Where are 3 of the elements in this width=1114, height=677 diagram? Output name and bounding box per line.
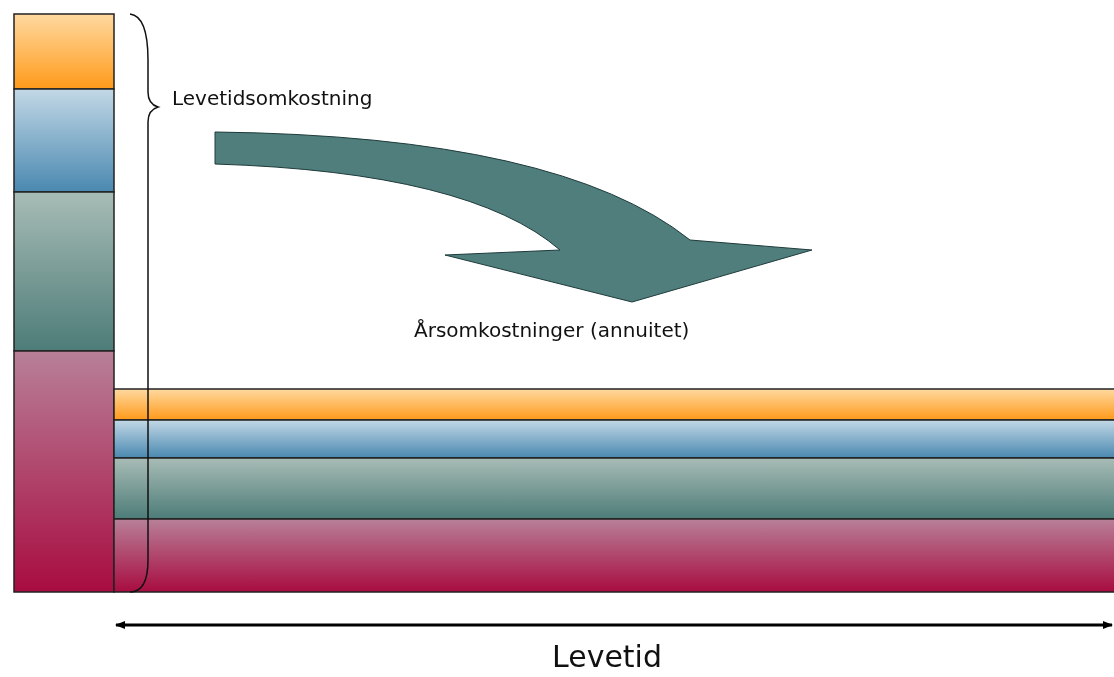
- annotation-label: Årsomkostninger (annuitet): [414, 320, 690, 340]
- annotation-label: Levetidsomkostning: [172, 88, 373, 108]
- dimension-label: Levetid: [552, 642, 662, 672]
